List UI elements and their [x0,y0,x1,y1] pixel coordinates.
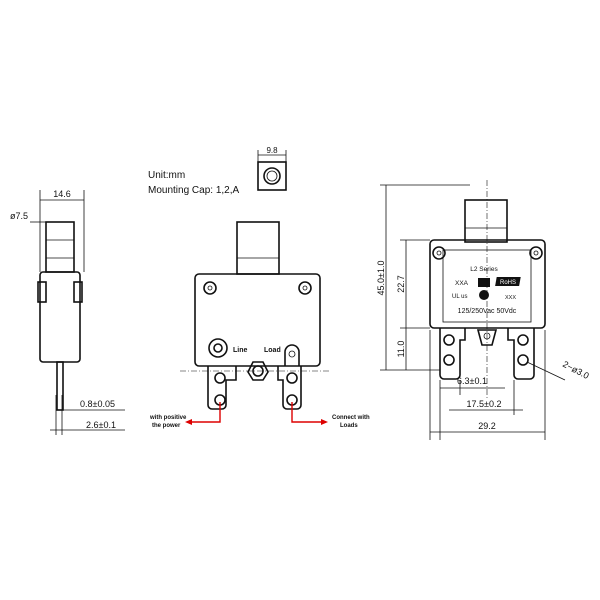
unit-note: Unit:mm [148,170,185,181]
body-width-dim: 29.2 [478,421,496,431]
mounting-cap-note: Mounting Cap: 1,2,A [148,185,239,196]
callout-right-line1: Connect with [332,415,370,421]
label-rohs: RoHS [500,280,516,286]
top-view: 9.8 [257,146,287,191]
label-rating-mark: XXX [505,295,516,301]
side-view: 14.6 ø7.5 0.8±0.05 2.6±0.1 [10,189,125,435]
terminal-thickness-dim: 0.8±0.05 [80,399,115,409]
callout-right-line2: Loads [340,423,358,429]
callout-left-line2: the power [152,423,181,429]
right-view: L2 Series XXA RoHS UL us XXX 125/250Vac … [376,180,591,440]
line-label: Line [233,347,247,354]
label-series: L2 Series [470,266,498,273]
label-model: XXA [455,280,469,287]
terminal-width-dim: 6.3±0.1 [457,376,487,386]
height-total-dim: 45.0±1.0 [376,261,386,296]
top-width-dim: 9.8 [266,146,278,155]
front-view: Line Load with positive the power Connec… [149,221,370,429]
height-body-dim: 22.7 [396,275,406,293]
callout-left-line1: with positive [149,415,187,421]
side-width-dim: 14.6 [53,189,71,199]
label-ul: UL us [452,294,467,300]
button-dia-dim: ø7.5 [10,211,28,221]
hole-dia-dim: 2−ø3.0 [561,359,591,381]
terminal-offset-dim: 2.6±0.1 [86,420,116,430]
label-rating: 125/250Vac 50Vdc [458,308,517,315]
terminal-spacing-dim: 17.5±0.2 [467,399,502,409]
height-terminal-dim: 11.0 [396,341,406,358]
load-label: Load [264,347,281,354]
